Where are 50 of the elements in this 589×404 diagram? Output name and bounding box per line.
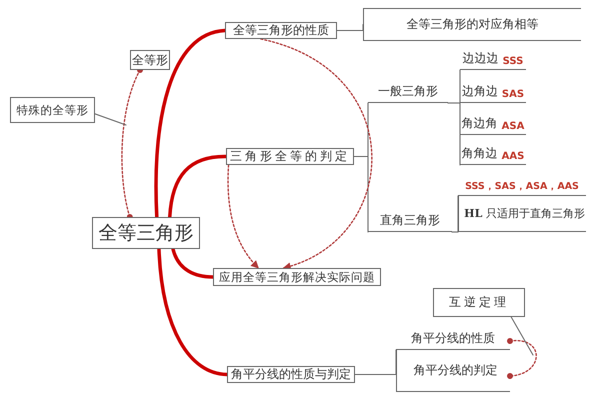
- criterion-code: SSS: [502, 56, 524, 67]
- topic-text: 全等三角形: [98, 221, 194, 246]
- connector-line: [336, 24, 364, 31]
- topic-text: 边边边: [462, 50, 499, 67]
- leader-line: [94, 113, 126, 126]
- connector-line: [448, 102, 460, 166]
- topic-text: 应用全等三角形解决实际问题: [219, 270, 375, 284]
- topic-box: [10, 97, 95, 123]
- topic-text: 一般三角形: [378, 83, 438, 100]
- topic-text: 角边角: [462, 115, 498, 132]
- bracket-box: [396, 350, 510, 392]
- connector-line: [154, 28, 227, 219]
- criterion-code: AAS: [502, 151, 524, 162]
- branch-topic: [460, 85, 526, 103]
- topic-box: [433, 288, 525, 317]
- criterion-code: SAS: [502, 89, 524, 100]
- connector-line: [157, 247, 229, 376]
- topic-text: 三角形全等的判定: [230, 148, 350, 165]
- branch-topic: [460, 147, 526, 165]
- connector-line: [452, 214, 458, 232]
- topic-text: 角平分线的性质与判定: [231, 366, 351, 383]
- topic-box: [92, 217, 200, 249]
- branch-topic: [368, 212, 452, 232]
- topic-text: 直角三角形: [380, 212, 440, 229]
- topic-text: 全等形: [132, 52, 168, 68]
- criterion-list: SSS，SAS，ASA，AAS: [465, 180, 579, 193]
- bracket-box: [363, 8, 581, 41]
- topic-text: 特殊的全等形: [16, 102, 88, 118]
- criterion-code: ASA: [502, 121, 524, 132]
- branch-topic: [460, 52, 526, 70]
- topic-text: HL 只适用于直角三角形: [464, 206, 585, 221]
- branch-topic: [368, 84, 448, 103]
- connector-line: [354, 156, 368, 232]
- dotted-arrow: [227, 164, 259, 269]
- branch-topic: [460, 116, 526, 135]
- dotted-arrow: [260, 38, 372, 270]
- topic-text: 全等三角形的对应角相等: [406, 16, 538, 33]
- leader-line: [510, 316, 534, 356]
- topic-text: 全等三角形的性质: [233, 22, 329, 39]
- topic-text: 边角边: [462, 83, 498, 100]
- topic-box: [213, 268, 381, 286]
- branch-topic: [396, 332, 510, 350]
- topic-text: 角角边: [462, 145, 498, 162]
- connector-line: [354, 370, 396, 375]
- connector-line: [168, 154, 228, 219]
- topic-text: 互逆定理: [449, 294, 509, 311]
- topic-text: 角平分线的性质: [411, 330, 495, 347]
- connector-line: [171, 247, 215, 279]
- bracket-box: [458, 196, 586, 232]
- topic-text: 角平分线的判定: [414, 362, 498, 379]
